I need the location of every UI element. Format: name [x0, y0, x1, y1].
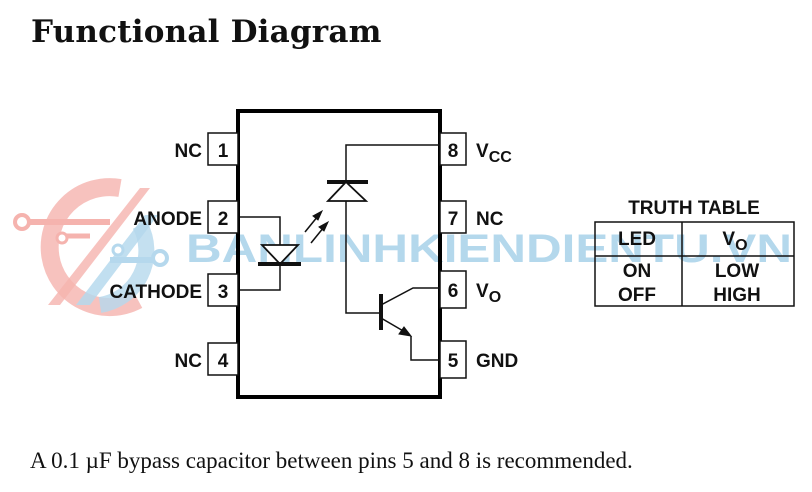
pin-number: 2 [218, 209, 229, 230]
truth-table-cell: OFF [618, 285, 656, 306]
photodiode-symbol [325, 144, 440, 314]
pin-3: 3 CATHODE [109, 273, 239, 307]
npn-transistor-symbol [379, 287, 440, 361]
pin-number: 8 [448, 141, 459, 162]
truth-table-header-led: LED [618, 229, 656, 250]
pin-number: 3 [218, 282, 229, 303]
pin-label: ANODE [133, 209, 202, 230]
pin-label: NC [476, 209, 504, 230]
truth-table-title: TRUTH TABLE [628, 198, 760, 219]
pin-number: 1 [218, 141, 229, 162]
pin-label: VCC [476, 141, 512, 166]
pin-1: 1 NC [175, 132, 239, 166]
truth-table-header-vo: VO [722, 229, 747, 254]
pin-label: VO [476, 281, 501, 306]
pin-7: 7 NC [439, 200, 504, 234]
light-emission-arrows-icon [304, 209, 330, 244]
pin-label: CATHODE [109, 282, 202, 303]
pin-8: 8 VCC [439, 132, 512, 166]
truth-table-cell: LOW [715, 261, 759, 282]
pin-5: 5 GND [439, 340, 518, 379]
led-symbol [240, 216, 301, 291]
pin-number: 6 [448, 281, 459, 302]
truth-table: TRUTH TABLE LED VO ON LOW OFF HIGH [594, 198, 795, 307]
watermark-logo [13, 178, 169, 317]
pin-number: 4 [218, 351, 229, 372]
pin-2: 2 ANODE [133, 200, 239, 234]
pin-label: GND [476, 351, 518, 372]
pin-6: 6 VO [439, 270, 501, 309]
truth-table-cell: ON [623, 261, 652, 282]
pin-number: 7 [448, 209, 459, 230]
truth-table-cell: HIGH [713, 285, 761, 306]
package-body [236, 109, 442, 399]
pin-label: NC [175, 141, 203, 162]
diagram-title: Functional Diagram [31, 14, 382, 50]
pin-number: 5 [448, 351, 459, 372]
pin-4: 4 NC [175, 342, 239, 376]
pin-label: NC [175, 351, 203, 372]
bypass-capacitor-note: A 0.1 µF bypass capacitor between pins 5… [30, 448, 633, 473]
